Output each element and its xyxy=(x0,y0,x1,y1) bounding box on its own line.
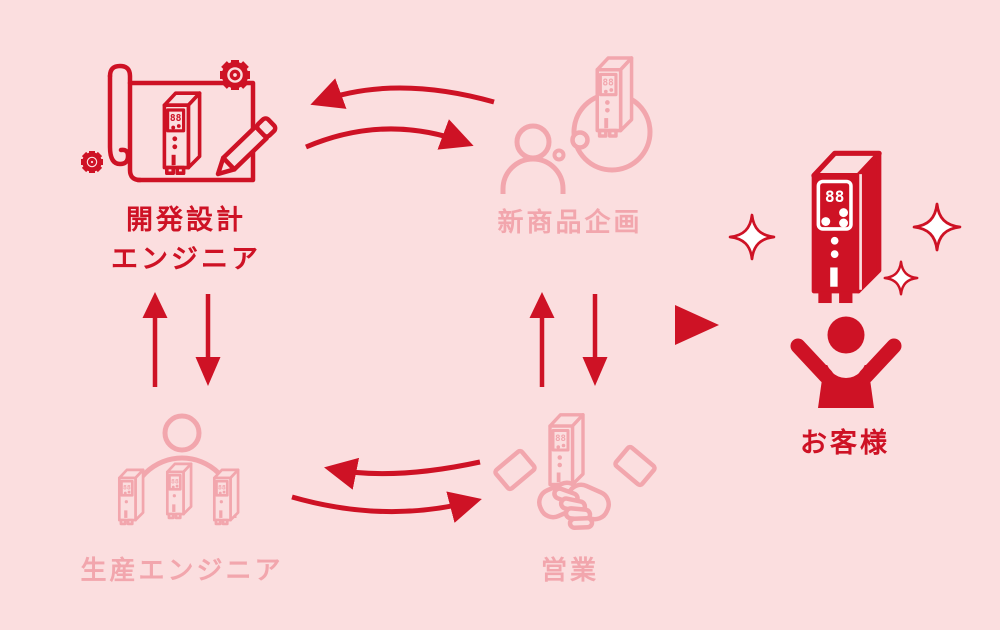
arrow-production-sales xyxy=(291,457,482,523)
production-label: 生産エンジニア xyxy=(52,552,312,591)
gear-icon xyxy=(220,60,250,90)
arrow-to-customer-triangle xyxy=(675,305,719,345)
customer-device-icon: 88 xyxy=(811,150,882,304)
device-display: 88 xyxy=(171,477,179,485)
person-idea-bubble-icon: 88 xyxy=(500,56,653,194)
planning-label: 新商品企画 xyxy=(450,204,690,243)
person-three-devices-icon: 88 88 88 xyxy=(117,413,240,526)
blueprint-device-icon: 88 xyxy=(81,60,278,183)
device-display: 88 xyxy=(170,113,182,124)
sales-label-text: 営業 xyxy=(540,556,599,586)
arrow-dev-design-planning xyxy=(305,78,495,150)
arrow-planning-sales xyxy=(529,292,608,387)
planning-label-text: 新商品企画 xyxy=(497,208,643,238)
sparkle-icon xyxy=(912,202,962,252)
happy-customer-icon xyxy=(790,316,902,408)
gear-icon-small xyxy=(81,151,103,173)
device-outline-icon: 88 xyxy=(162,91,202,176)
device-display: 88 xyxy=(218,483,226,491)
dev-design-label-line2: エンジニア xyxy=(111,244,261,275)
device-display: 88 xyxy=(825,187,845,206)
pencil-icon xyxy=(215,116,278,177)
device-display: 88 xyxy=(123,483,131,491)
sparkle-icon xyxy=(728,213,776,261)
customer-label-text: お客様 xyxy=(800,428,890,459)
sparkle-icon xyxy=(883,260,919,296)
device-display: 88 xyxy=(603,77,615,88)
customer-label: お客様 xyxy=(765,424,925,463)
device-display: 88 xyxy=(555,434,566,444)
sales-label: 営業 xyxy=(460,552,680,591)
dev-design-label-line1: 開発設計 xyxy=(126,205,246,236)
handshake-device-icon: 88 xyxy=(493,413,657,530)
arrow-dev-design-production xyxy=(142,292,221,387)
dev-design-label: 開発設計 エンジニア xyxy=(56,201,316,279)
production-label-text: 生産エンジニア xyxy=(80,556,284,586)
